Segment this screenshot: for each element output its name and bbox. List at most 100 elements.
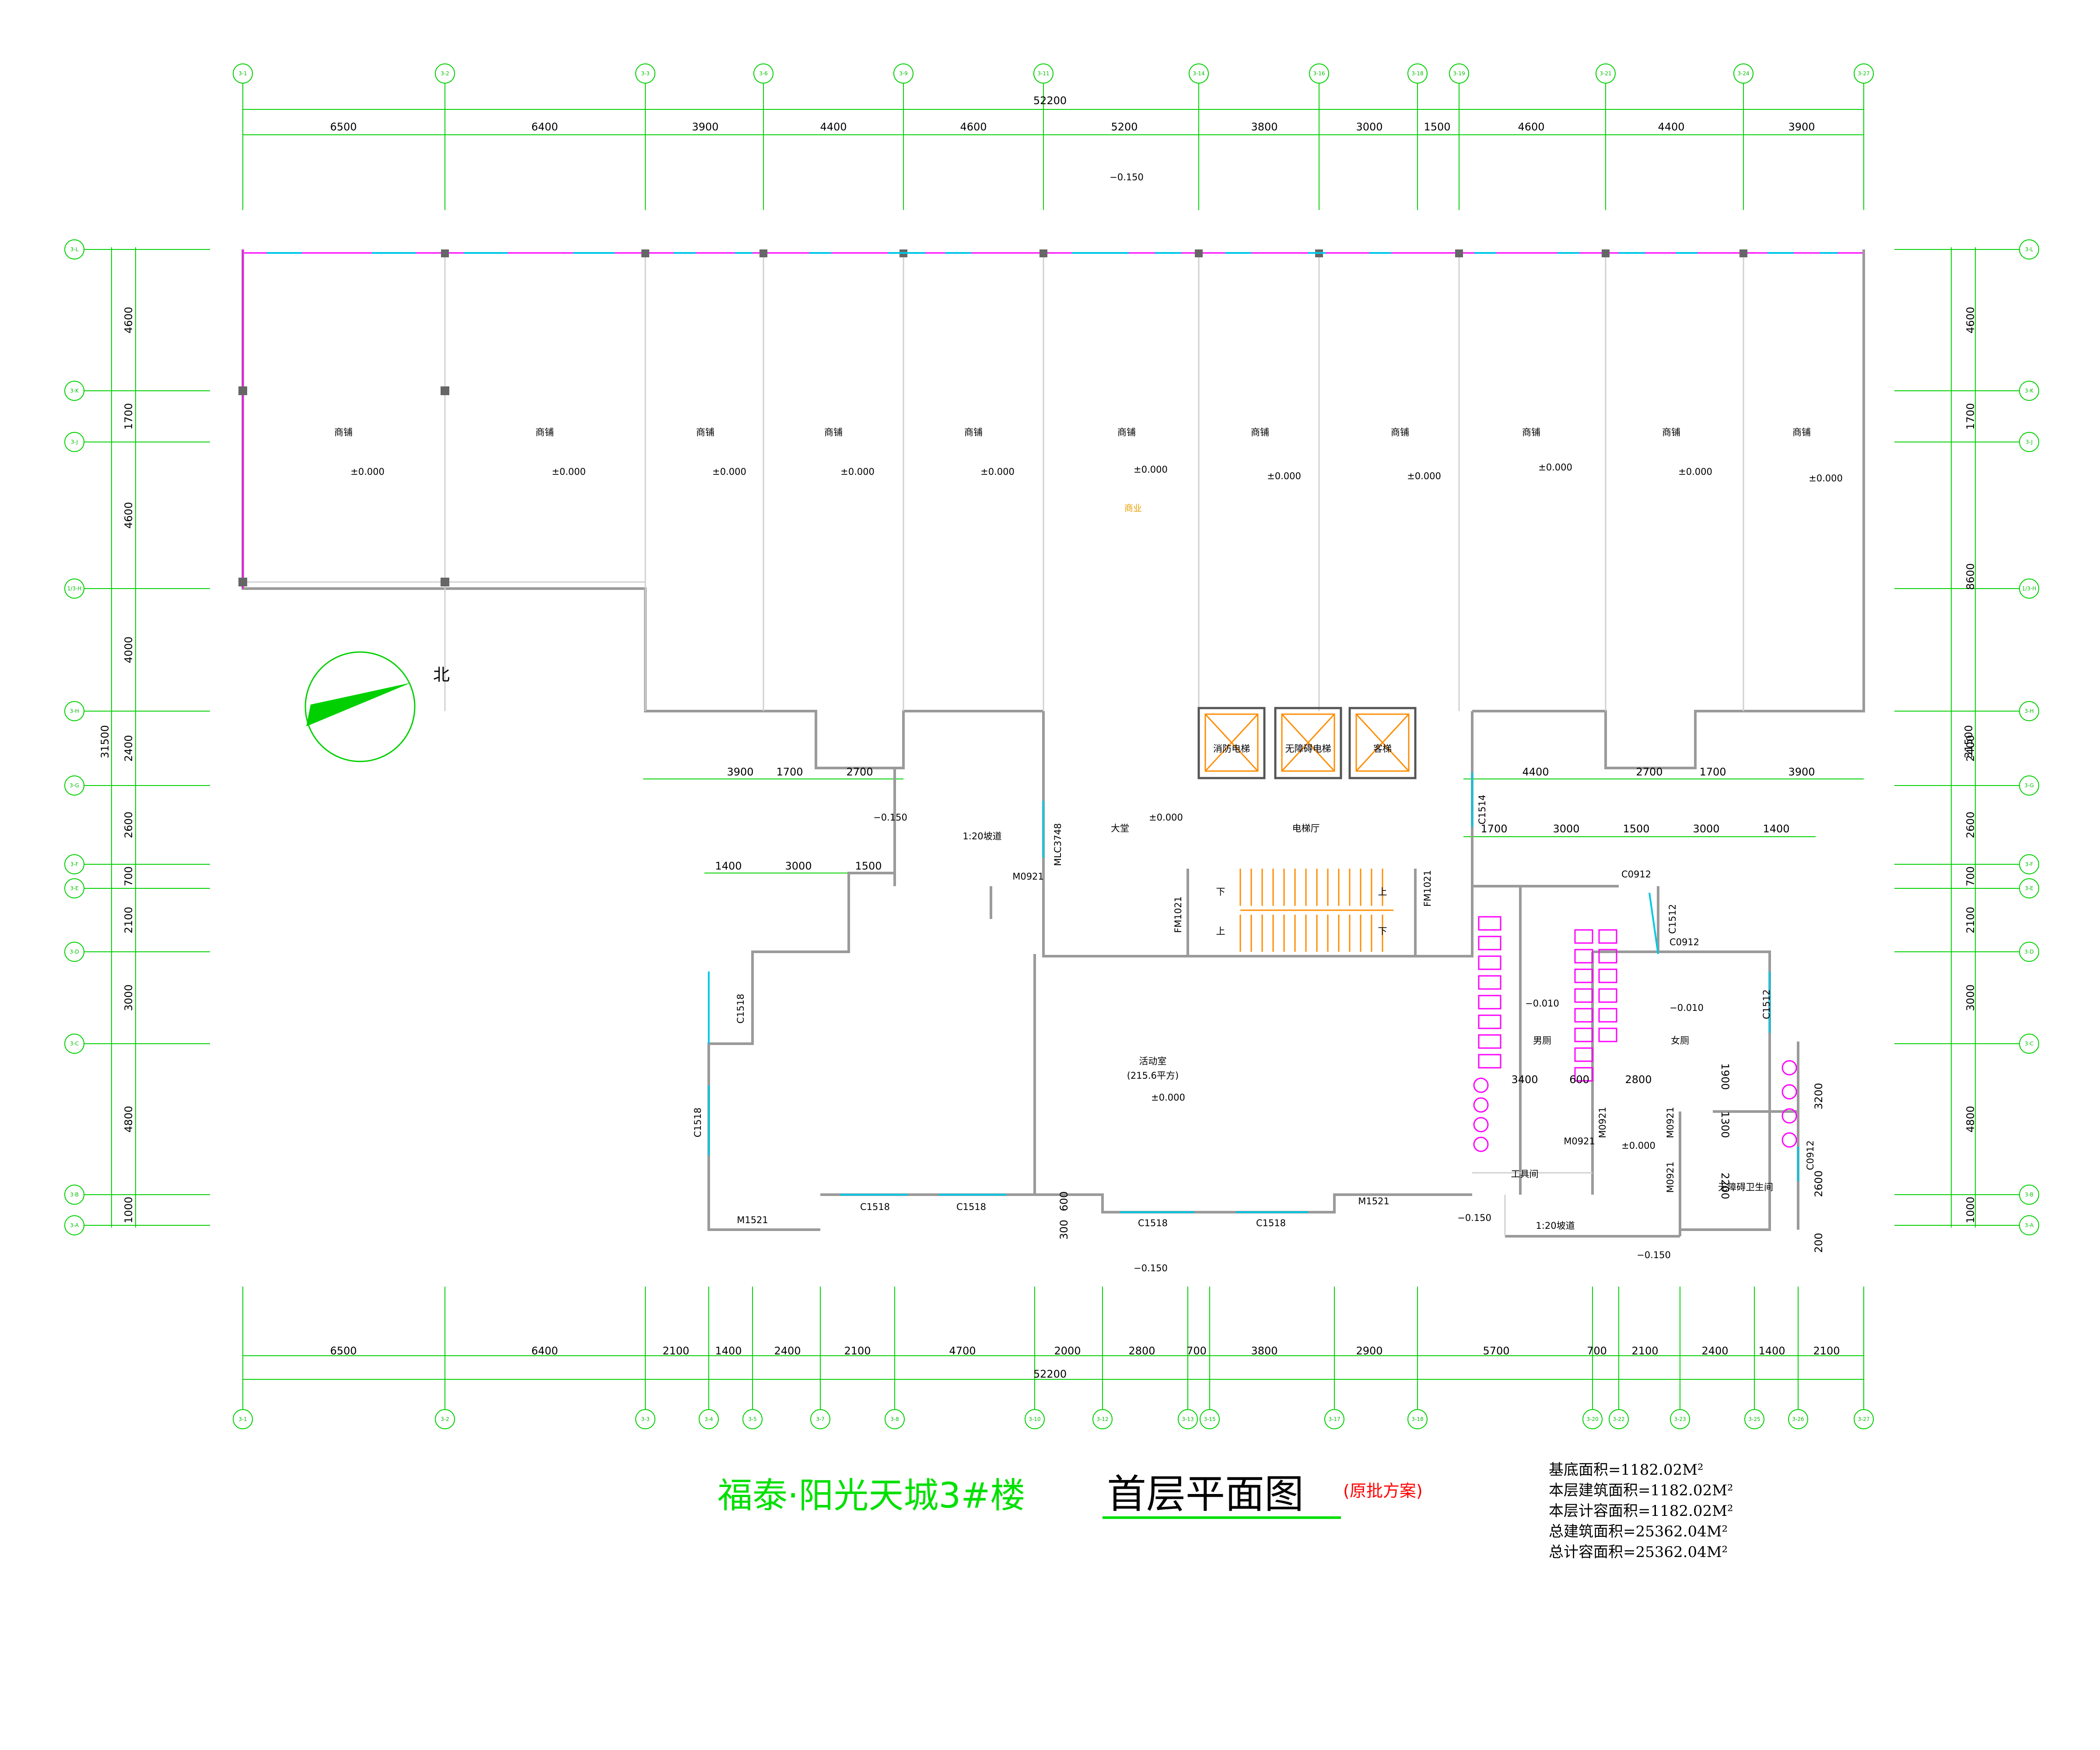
dim-top-total: 52200 [1033, 95, 1067, 107]
dim-top: 4600 [1518, 121, 1544, 133]
stair-up: 上 [1216, 926, 1225, 936]
dim-toilet: 2800 [1625, 1073, 1652, 1086]
dim-left: 2600 [122, 811, 135, 838]
axis-bubble [64, 942, 84, 962]
dim-bottom: 2900 [1356, 1345, 1382, 1357]
urinal [1478, 975, 1502, 990]
toilet [1598, 1028, 1617, 1042]
axis-bubble [635, 1409, 655, 1429]
window-label: C0912 [1805, 1140, 1816, 1170]
axis-bubble [2019, 432, 2039, 452]
dim-toilet-v: 2600 [1813, 1170, 1825, 1197]
sink [1473, 1136, 1489, 1152]
dim-left: 4600 [122, 502, 135, 529]
door-label: FM1021 [1173, 896, 1183, 933]
stair-up: 上 [1378, 887, 1387, 897]
room-label: 大堂 [1111, 823, 1129, 834]
axis-bubble [2019, 701, 2039, 721]
axis-bubble [1309, 63, 1329, 84]
axis-bubble [64, 1034, 84, 1054]
area-item: 本层建筑面积=1182.02M² [1549, 1482, 1733, 1499]
axis-label: 3-3 [641, 70, 650, 77]
room-label: (215.6平方) [1127, 1070, 1179, 1081]
stair-down: 下 [1378, 926, 1387, 936]
dim-mid: 3900 [1788, 766, 1815, 778]
toilet [1598, 929, 1617, 944]
dim-right: 700 [1964, 866, 1977, 887]
axis-bubble [64, 381, 84, 401]
column [1740, 249, 1747, 257]
column [441, 386, 449, 395]
shop-label: 商铺 [1391, 427, 1409, 438]
area-item: 本层计容面积=1182.02M² [1549, 1502, 1733, 1520]
dimension-lines [111, 109, 1976, 1380]
dim-mid: 1500 [855, 860, 882, 872]
window-label: C1518 [735, 994, 746, 1024]
door-label: M0921 [1665, 1161, 1676, 1193]
toilet [1574, 968, 1593, 983]
axis-bubble [1178, 1409, 1198, 1429]
room-label: 无障碍电梯 [1285, 743, 1331, 754]
dim-top: 4400 [1658, 121, 1684, 133]
level-mark: −0.150 [1457, 1213, 1491, 1223]
dim-small: 300 [1058, 1220, 1070, 1240]
axis-bubble [2019, 1185, 2039, 1205]
dim-mid: 1400 [1763, 823, 1789, 835]
axis-label: 3-C [2025, 1041, 2034, 1047]
shop-label: 商铺 [1117, 427, 1136, 438]
dim-toilet-v: 1300 [1719, 1111, 1731, 1138]
shop-label: 商铺 [1662, 427, 1680, 438]
toilet [1598, 1008, 1617, 1023]
dim-mid: 1700 [1699, 766, 1726, 778]
shop-label: 商铺 [334, 427, 353, 438]
area-item: 基底面积=1182.02M² [1549, 1461, 1704, 1479]
axis-label: 3-25 [1748, 1416, 1760, 1422]
room-label: 客梯 [1373, 743, 1392, 754]
level-mark: ±0.000 [1621, 1140, 1656, 1151]
door-label: M0921 [1564, 1136, 1595, 1147]
axis-bubble [1670, 1409, 1690, 1429]
toilet [1598, 968, 1617, 983]
axis-bubble [1200, 1409, 1220, 1429]
dim-mid: 1700 [776, 766, 803, 778]
dim-mid: 3900 [727, 766, 753, 778]
area-item: 总建筑面积=25362.04M² [1549, 1523, 1728, 1540]
dim-bottom: 2100 [662, 1345, 689, 1357]
column [441, 249, 449, 257]
dim-bottom: 3800 [1251, 1345, 1278, 1357]
dim-left: 4600 [122, 307, 135, 333]
window-label: C1518 [693, 1108, 703, 1137]
windows [267, 252, 1838, 1213]
axis-label: 3-B [70, 1192, 79, 1198]
window-label: C1518 [956, 1202, 986, 1212]
dim-left: 4000 [122, 636, 135, 663]
shop-level: ±0.000 [1134, 464, 1168, 475]
axis-bubble [2019, 579, 2039, 599]
level-mark: −0.150 [1637, 1250, 1671, 1260]
axis-label: 3-B [2025, 1192, 2034, 1198]
ramp-label: 1:20坡道 [1536, 1220, 1575, 1231]
dim-top: 3900 [1788, 121, 1815, 133]
column [1195, 249, 1203, 257]
dim-bottom: 2100 [1813, 1345, 1840, 1357]
dim-left: 1000 [122, 1196, 135, 1223]
dim-bottom: 700 [1587, 1345, 1607, 1357]
walls [238, 249, 1865, 1238]
room-label: 电梯厅 [1292, 823, 1320, 834]
axis-label: 3-8 [890, 1416, 899, 1422]
axis-label: 3-F [70, 861, 79, 867]
stair [1239, 869, 1393, 952]
axis-label: 3-23 [1674, 1416, 1686, 1422]
window-label: C0912 [1670, 937, 1699, 947]
axis-bubble [2019, 1034, 2039, 1054]
dim-toilet-v: 200 [1813, 1233, 1825, 1253]
axis-label: 3-5 [748, 1416, 757, 1422]
dim-top: 4400 [820, 121, 847, 133]
toilet [1574, 949, 1593, 964]
toilet [1574, 1047, 1593, 1062]
level-mark: ±0.000 [1151, 1092, 1185, 1103]
axis-bubble [1609, 1409, 1629, 1429]
door-label: M0921 [1597, 1107, 1608, 1138]
room-label: 无障碍卫生间 [1718, 1182, 1773, 1192]
axis-label: 3-J [71, 439, 78, 445]
